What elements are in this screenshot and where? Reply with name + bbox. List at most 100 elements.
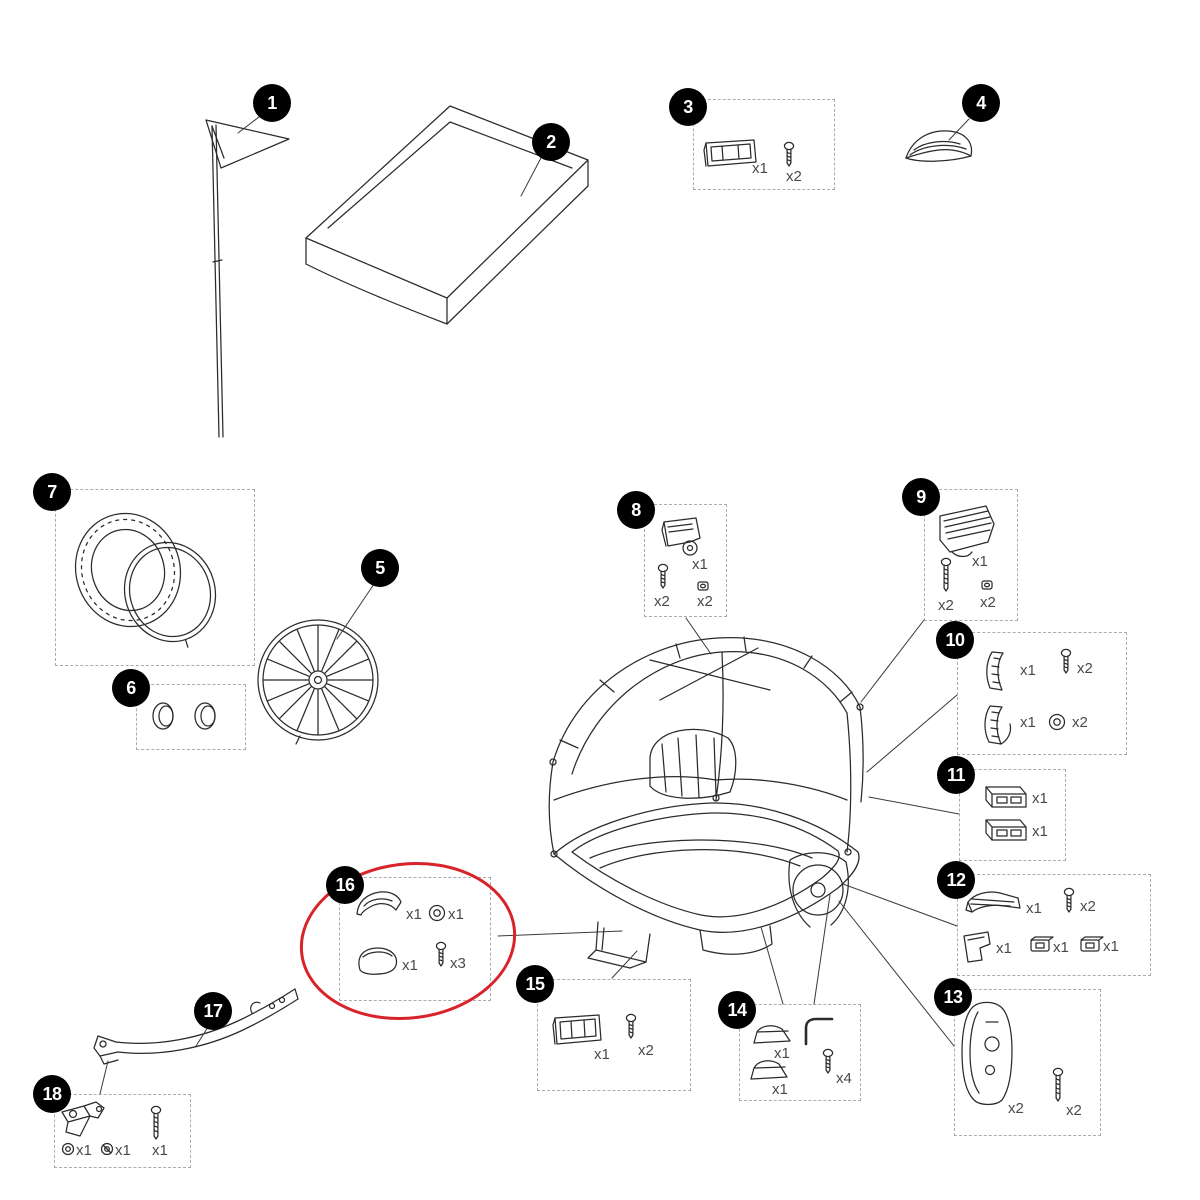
channel-clip-icon xyxy=(985,786,1027,808)
roller-bracket-icon xyxy=(661,517,701,556)
qty-label: x2 xyxy=(938,597,954,614)
callout-lines xyxy=(99,116,970,1095)
part-9-box xyxy=(924,489,1018,621)
part-7-box xyxy=(55,489,255,666)
part-10-box xyxy=(957,632,1127,755)
qty-label: x1 xyxy=(1032,823,1048,840)
part-15-box xyxy=(537,979,691,1091)
qty-label: x1 xyxy=(1020,662,1036,679)
inner-tube-icon xyxy=(123,541,217,648)
qty-label: x2 xyxy=(638,1042,654,1059)
qty-label: x2 xyxy=(786,168,802,185)
qty-label: x1 xyxy=(1032,790,1048,807)
hook-clip-icon xyxy=(984,705,1012,745)
part-9-badge: 9 xyxy=(902,478,940,516)
retainer-clip-icon xyxy=(986,651,1004,691)
channel-clip-icon xyxy=(985,819,1027,841)
jaw-bracket-icon xyxy=(965,891,1021,913)
qty-label: x1 xyxy=(772,1081,788,1098)
qty-label: x3 xyxy=(450,955,466,972)
qty-label: x2 xyxy=(1072,714,1088,731)
hub-cap-icon xyxy=(152,702,174,730)
wheel-cover-icon xyxy=(961,1001,1013,1106)
part-12-box xyxy=(957,874,1151,976)
part-8-box xyxy=(644,504,727,617)
part-11-badge: 11 xyxy=(937,756,975,794)
washer-icon xyxy=(100,1142,114,1156)
small-clip-icon xyxy=(1080,936,1104,952)
part-6-badge: 6 xyxy=(112,669,150,707)
part-13-box xyxy=(954,989,1101,1136)
qty-label: x1 xyxy=(76,1142,92,1159)
trailer-body-illustration xyxy=(548,636,864,969)
screw-icon xyxy=(783,141,795,167)
screw-icon xyxy=(822,1048,834,1074)
qty-label: x1 xyxy=(594,1046,610,1063)
qty-label: x2 xyxy=(980,594,996,611)
qty-label: x1 xyxy=(152,1142,168,1159)
qty-label: x1 xyxy=(752,160,768,177)
part-8-badge: 8 xyxy=(617,491,655,529)
part-4-badge: 4 xyxy=(962,84,1000,122)
part-10-badge: 10 xyxy=(936,621,974,659)
safety-flag-illustration xyxy=(205,119,290,438)
screw-icon xyxy=(1060,648,1072,674)
corner-bracket-icon xyxy=(963,931,991,963)
qty-label: x1 xyxy=(448,906,464,923)
qty-label: x4 xyxy=(836,1070,852,1087)
part-18-box xyxy=(54,1094,191,1168)
washer-icon xyxy=(61,1142,75,1156)
screw-icon xyxy=(435,941,447,967)
qty-label: x1 xyxy=(1103,938,1119,955)
part-17-badge: 17 xyxy=(194,992,232,1030)
part-13-badge: 13 xyxy=(934,978,972,1016)
tow-bar-illustration xyxy=(93,988,299,1065)
qty-label: x1 xyxy=(692,556,708,573)
qty-label: x1 xyxy=(115,1142,131,1159)
part-5-badge: 5 xyxy=(361,549,399,587)
qty-label: x1 xyxy=(402,957,418,974)
screw-icon xyxy=(940,557,952,592)
qty-label: x1 xyxy=(1020,714,1036,731)
tire-icon xyxy=(74,512,182,628)
screw-icon xyxy=(150,1105,162,1140)
corner-bumper-icon xyxy=(356,891,402,916)
part-12-badge: 12 xyxy=(937,861,975,899)
latch-plate-icon xyxy=(552,1014,602,1045)
part-6-box xyxy=(136,684,246,750)
part-18-badge: 18 xyxy=(33,1075,71,1113)
part-14-box xyxy=(739,1004,861,1101)
qty-label: x2 xyxy=(1077,660,1093,677)
hub-cap-icon xyxy=(194,702,216,730)
part-14-badge: 14 xyxy=(718,991,756,1029)
screw-icon xyxy=(625,1013,637,1039)
screw-icon xyxy=(657,563,669,589)
qty-label: x2 xyxy=(654,593,670,610)
small-clip-icon xyxy=(1030,936,1054,952)
wedge-icon xyxy=(753,1025,791,1044)
qty-label: x1 xyxy=(406,906,422,923)
part-16-box xyxy=(339,877,491,1001)
wedge-icon xyxy=(750,1060,788,1080)
qty-label: x1 xyxy=(996,940,1012,957)
mount-bracket-icon xyxy=(939,505,995,558)
qty-label: x1 xyxy=(1053,939,1069,956)
hitch-assembly-icon xyxy=(61,1101,105,1137)
end-cap-icon xyxy=(358,947,398,975)
qty-label: x2 xyxy=(1080,898,1096,915)
washer-icon xyxy=(1048,713,1066,731)
part-1-badge: 1 xyxy=(253,84,291,122)
part-7-badge: 7 xyxy=(33,473,71,511)
qty-label: x2 xyxy=(1066,1102,1082,1119)
washer-icon xyxy=(428,904,446,922)
part-11-box xyxy=(959,769,1066,861)
highlight-ellipse xyxy=(299,861,517,1021)
part-3-badge: 3 xyxy=(669,88,707,126)
hex-key-icon xyxy=(804,1017,834,1046)
nut-icon xyxy=(981,580,993,590)
screw-icon xyxy=(1052,1067,1064,1102)
cover-cap-icon xyxy=(905,130,973,162)
part-15-badge: 15 xyxy=(516,965,554,1003)
